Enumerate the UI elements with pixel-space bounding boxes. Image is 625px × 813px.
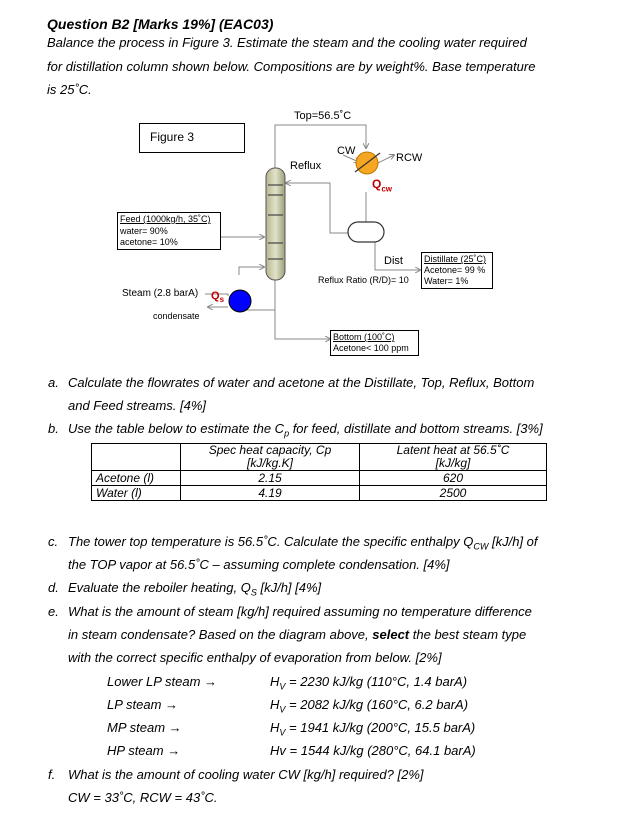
part-c-line-2: the TOP vapor at 56.5˚C – assuming compl… xyxy=(68,557,450,572)
reboiler-return-line xyxy=(238,267,264,275)
part-a-line-2: and Feed streams. [4%] xyxy=(68,398,207,413)
steam-option-name: MP steam → xyxy=(107,720,182,735)
top-vapor-line xyxy=(274,124,366,170)
condensate-label: condensate xyxy=(153,311,200,321)
reflux-ratio-label: Reflux Ratio (R/D)= 10 xyxy=(318,275,409,285)
steam-line xyxy=(205,293,229,296)
reboiler-icon xyxy=(228,289,252,313)
part-f-line-1: What is the amount of cooling water CW [… xyxy=(68,767,424,782)
qcw-label: Qcw xyxy=(372,177,393,194)
question-title: Question B2 [Marks 19%] (EAC03) xyxy=(47,16,274,32)
part-c-letter: c. xyxy=(48,534,59,549)
part-f-line-2: CW = 33˚C, RCW = 43˚C. xyxy=(68,790,218,805)
row-latent: 620 xyxy=(359,470,547,486)
part-d-line: Evaluate the reboiler heating, QS [kJ/h]… xyxy=(68,580,322,598)
reflux-drum-icon xyxy=(347,221,385,243)
part-c-line-1: The tower top temperature is 56.5˚C. Cal… xyxy=(68,534,538,552)
part-d-letter: d. xyxy=(48,580,59,595)
part-e-line-3: with the correct specific enthalpy of ev… xyxy=(68,650,442,665)
row-latent: 2500 xyxy=(359,485,547,501)
row-name: Acetone (l) xyxy=(91,470,181,486)
steam-option-h: HV = 2230 kJ/kg (110°C, 1.4 barA) xyxy=(270,674,468,692)
part-a-line-1: Calculate the flowrates of water and ace… xyxy=(68,375,535,390)
part-b-letter: b. xyxy=(48,421,59,436)
properties-table: Spec heat capacity, Cp[kJ/kg.K] Latent h… xyxy=(91,443,547,501)
distillate-title: Distillate (25˚C) xyxy=(424,254,487,264)
steam-label: Steam (2.8 barA) xyxy=(122,288,199,299)
intro-line-3: is 25˚C. xyxy=(47,82,92,97)
part-e-line-2: in steam condensate? Based on the diagra… xyxy=(68,627,527,642)
intro-line-2: for distillation column shown below. Com… xyxy=(47,59,536,74)
rcw-out-line xyxy=(377,155,394,164)
top-temp-label: Top=56.5˚C xyxy=(294,110,352,122)
part-f-letter: f. xyxy=(48,767,56,782)
feed-title: Feed (1000kg/h, 35˚C) xyxy=(120,214,211,224)
bottom-title: Bottom (100˚C) xyxy=(333,332,395,342)
figure-caption-box xyxy=(139,123,245,153)
qs-label: Qs xyxy=(211,290,225,305)
row-name: Water (l) xyxy=(91,485,181,501)
cp-header: Spec heat capacity, Cp xyxy=(208,443,332,457)
steam-option-name: LP steam → xyxy=(107,697,179,712)
steam-option-name: HP steam → xyxy=(107,743,181,758)
rcw-label: RCW xyxy=(396,152,423,164)
latent-unit: [kJ/kg] xyxy=(435,456,471,470)
cp-unit: [kJ/kg.K] xyxy=(246,456,293,470)
row-cp: 4.19 xyxy=(180,485,360,501)
steam-option-name: Lower LP steam → xyxy=(107,674,218,689)
process-diagram xyxy=(205,124,625,370)
bottom-line xyxy=(274,310,330,339)
table-header-row: Spec heat capacity, Cp[kJ/kg.K] Latent h… xyxy=(91,443,547,471)
dist-label: Dist xyxy=(384,255,403,267)
latent-header: Latent heat at 56.5˚C xyxy=(396,443,510,457)
distillation-column xyxy=(265,167,286,281)
cw-label: CW xyxy=(337,145,356,157)
reflux-line xyxy=(286,183,357,234)
distillate-acetone: Acetone= 99 % xyxy=(424,265,486,275)
table-row: Acetone (l) 2.15 620 xyxy=(91,470,547,486)
distillate-line xyxy=(374,233,420,270)
steam-option-h: HV = 1941 kJ/kg (200°C, 15.5 barA) xyxy=(270,720,476,738)
intro-line-1: Balance the process in Figure 3. Estimat… xyxy=(47,35,527,50)
distillate-water: Water= 1% xyxy=(424,276,469,286)
feed-box xyxy=(117,212,221,250)
reflux-label: Reflux xyxy=(290,160,322,172)
bottom-acetone: Acetone< 100 ppm xyxy=(333,343,409,353)
part-e-line-1: What is the amount of steam [kg/h] requi… xyxy=(68,604,532,619)
part-a-letter: a. xyxy=(48,375,59,390)
part-b-line: Use the table below to estimate the Cp f… xyxy=(68,421,543,439)
steam-option-h: Hv = 1544 kJ/kg (280°C, 64.1 barA) xyxy=(270,743,476,758)
feed-water: water= 90% xyxy=(120,226,168,236)
row-cp: 2.15 xyxy=(180,470,360,486)
table-row: Water (l) 4.19 2500 xyxy=(91,485,547,501)
figure-caption: Figure 3 xyxy=(150,130,195,144)
bottom-box xyxy=(330,330,419,356)
distillate-box xyxy=(421,252,493,289)
feed-acetone: acetone= 10% xyxy=(120,237,178,247)
part-e-letter: e. xyxy=(48,604,59,619)
steam-option-h: HV = 2082 kJ/kg (160°C, 6.2 barA) xyxy=(270,697,469,715)
